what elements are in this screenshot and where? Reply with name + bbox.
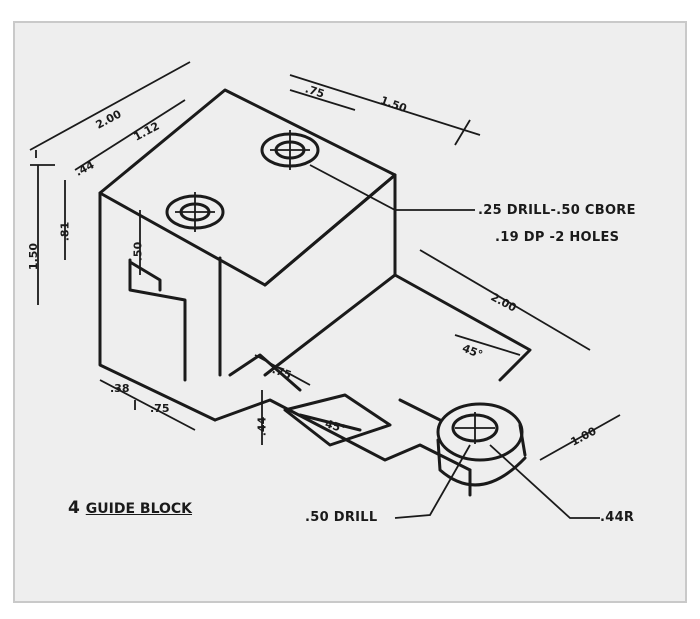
figure-title-text: GUIDE BLOCK [85,501,193,517]
dim-38: .38 [110,382,130,395]
dim-line-lug-2-00 [419,249,591,351]
dim-line-75-top [289,89,356,111]
dim-line-lug-45 [454,334,521,356]
dim-line-tab-75 [254,354,311,386]
dim-line-1-50-left [30,164,55,305]
paper-background [13,21,687,603]
note-cbore-line1: .25 DRILL-.50 CBORE [478,203,636,218]
leader-drill [394,444,471,519]
tab-chamfer [298,413,362,432]
note-drill: .50 DRILL [305,510,378,525]
dim-line-38-75 [99,379,196,431]
dim-81: .81 [58,221,72,242]
figure-title: 4 GUIDE BLOCK [68,498,192,518]
dim-line-lug-1-00 [539,414,621,461]
leader-radius [489,444,600,519]
dim-line-1-12 [74,99,186,171]
note-radius: .44R [600,510,635,525]
base-top-edge [393,273,532,382]
base-plate [213,353,472,472]
hole-centerlines [175,130,495,444]
dim-44-tab: .44 [255,416,269,437]
dim-line-2-00 [29,61,191,158]
dim-50-slot: .50 [131,241,145,262]
figure-number: 4 [68,498,80,518]
dim-1-50-left: 1.50 [27,242,41,271]
leader-cbore [309,164,475,211]
tab-outline [283,393,392,447]
block-left-face [98,191,217,422]
note-cbore-line2: .19 DP -2 HOLES [495,230,620,245]
lug-boss [436,402,524,462]
dim-75-base: .75 [150,402,170,415]
block-right-face [263,173,397,377]
dim-line-1-50-top [289,74,481,146]
